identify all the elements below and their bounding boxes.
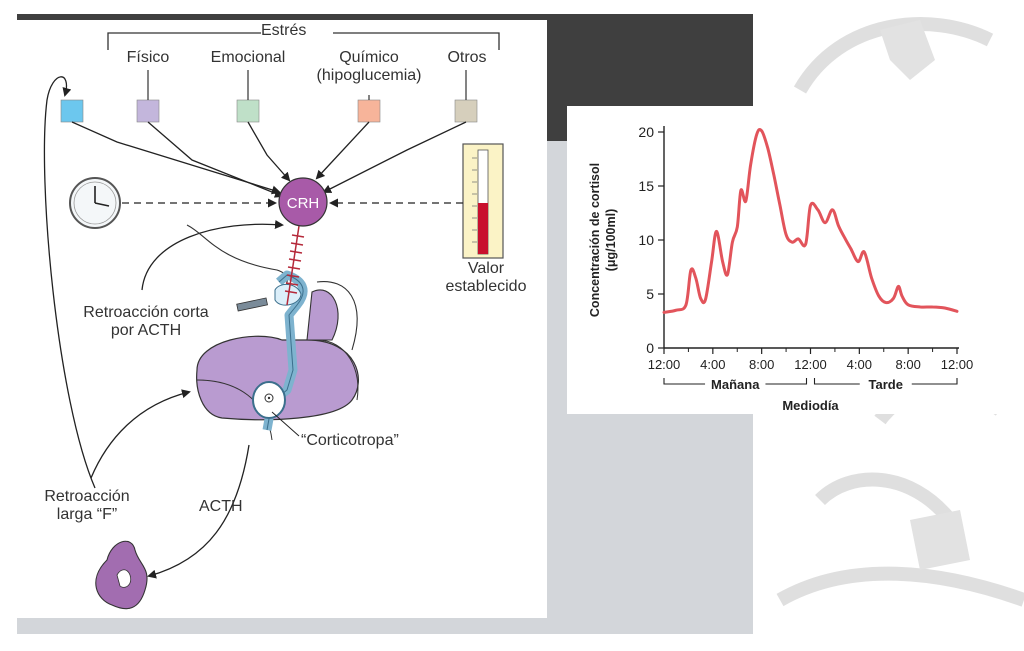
- stress-box-emocional: [236, 99, 260, 123]
- hpa-axis-diagram: CRH: [43, 32, 504, 610]
- setpoint-thermometer-icon: [462, 143, 504, 259]
- cortisol-chart: Concentración de cortisol (μg/100ml) 0 5 1…: [588, 124, 974, 413]
- x-axis-label: Mediodía: [782, 398, 839, 413]
- crh-axon: [284, 225, 305, 306]
- stress-bracket: [107, 32, 500, 50]
- y-tick-label: 15: [638, 178, 654, 194]
- short-feedback-arrow: [141, 219, 284, 291]
- acth-label: ACTH: [199, 498, 243, 515]
- short-feedback-label: Retroacción corta por ACTH: [83, 304, 209, 340]
- stress-box-fisico: [136, 99, 160, 123]
- acth-arrow: [147, 444, 250, 579]
- period-label-morning: Mañana: [711, 377, 760, 392]
- stress-label-otros: Otros: [447, 49, 487, 66]
- y-tick-label: 20: [638, 124, 654, 140]
- pituitary-gland: [196, 335, 359, 421]
- x-tick-label: 8:00: [749, 357, 774, 372]
- stress-label-quimico: Químico (hipoglucemia): [316, 49, 422, 85]
- long-feedback-loop-arrow: [43, 76, 96, 489]
- crh-neuron: [278, 177, 328, 227]
- stress-title: Estrés: [261, 22, 307, 39]
- corticotrope-label: “Corticotropa”: [301, 432, 399, 449]
- corticotrope-cell: [252, 381, 286, 419]
- hypothalamus-outline: [186, 224, 288, 289]
- stress-label-emocional: Emocional: [210, 49, 286, 66]
- crh-label: CRH: [287, 195, 320, 212]
- y-tick-label: 10: [638, 232, 654, 248]
- left-feedback-box: [60, 99, 84, 123]
- stress-box-otros: [454, 99, 478, 123]
- period-label-afternoon: Tarde: [869, 377, 903, 392]
- x-tick-label: 12:00: [941, 357, 974, 372]
- stress-box-quimico: [357, 99, 381, 123]
- x-tick-label: 12:00: [794, 357, 827, 372]
- y-axis-label: Concentración de cortisol: [588, 163, 602, 317]
- cortisol-chart-panel: Concentración de cortisol (μg/100ml) 0 5 1…: [567, 106, 1007, 414]
- long-feedback-label: Retroacción larga “F”: [44, 488, 130, 524]
- x-tick-label: 4:00: [700, 357, 725, 372]
- y-axis-unit-label: (μg/100ml): [604, 209, 618, 272]
- x-tick-label: 12:00: [648, 357, 681, 372]
- y-tick-label: 5: [646, 286, 654, 302]
- long-feedback-to-pituitary-arrow: [90, 389, 191, 479]
- stress-arrows: [71, 121, 467, 198]
- x-tick-label: 8:00: [896, 357, 921, 372]
- period-label-bg: [859, 375, 912, 391]
- clock-icon: [69, 177, 121, 229]
- period-label-bg: [705, 375, 766, 391]
- hpa-axis-diagram-panel: CRH Estrés Físico Emocional Químico (hip…: [17, 20, 547, 618]
- x-tick-label: 4:00: [847, 357, 872, 372]
- y-tick-label: 0: [646, 340, 654, 356]
- cortisol-series-line: [662, 127, 959, 314]
- vessel-stub: [236, 297, 268, 312]
- setpoint-label: Valor establecido: [445, 260, 527, 296]
- stress-label-fisico: Físico: [126, 49, 170, 66]
